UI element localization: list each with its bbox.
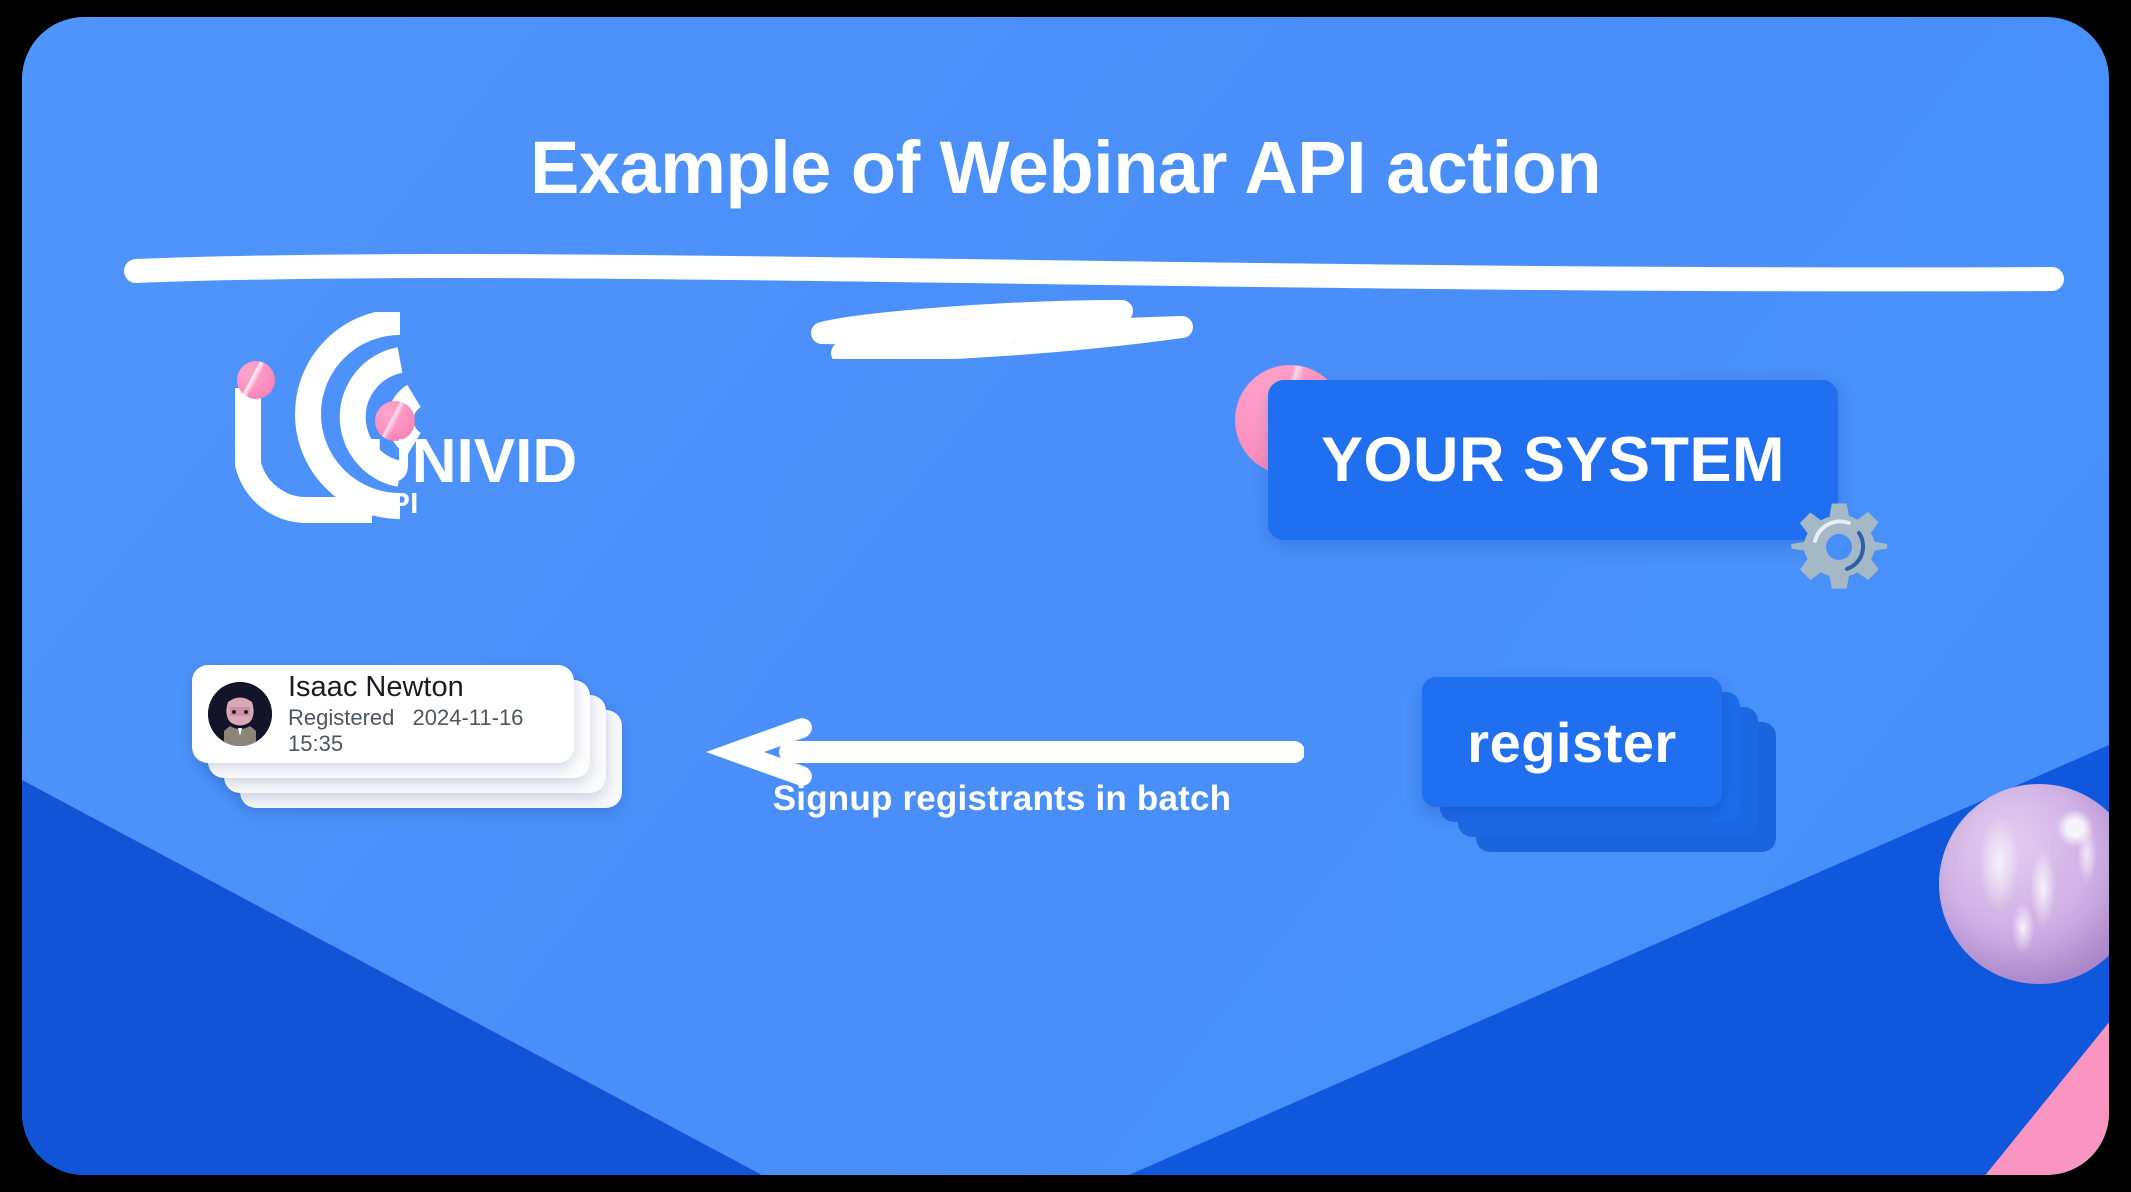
logo-pink-dot-icon bbox=[237, 361, 275, 399]
your-system-box[interactable]: YOUR SYSTEM bbox=[1268, 380, 1838, 540]
purple-sphere-decor bbox=[1939, 784, 2109, 984]
registrant-name: Isaac Newton bbox=[288, 670, 464, 703]
register-card[interactable]: register bbox=[1422, 677, 1722, 807]
register-card-stack: register bbox=[1422, 677, 1782, 867]
flow-caption: Signup registrants in batch bbox=[772, 779, 1232, 818]
registrant-meta: Registered 2024-11-16 15:35 bbox=[288, 705, 574, 757]
univid-logo-icon bbox=[235, 312, 422, 523]
registrant-card-stack: Isaac Newton Registered 2024-11-16 15:35 bbox=[192, 665, 632, 830]
page-title: Example of Webinar API action bbox=[529, 126, 1602, 209]
logo-pink-dot-secondary-icon bbox=[375, 401, 415, 441]
registrant-datetime: 2024-11-16 15:35 bbox=[288, 705, 524, 757]
your-system-label: YOUR SYSTEM bbox=[1320, 425, 1786, 495]
avatar bbox=[208, 682, 272, 746]
registrant-status: Registered bbox=[288, 705, 395, 731]
bottom-left-triangle-decor bbox=[22, 780, 762, 1175]
registrant-card[interactable]: Isaac Newton Registered 2024-11-16 15:35 bbox=[192, 665, 574, 763]
logo-subtext: API bbox=[369, 488, 419, 520]
register-label: register bbox=[1467, 710, 1677, 774]
gear-icon bbox=[1791, 503, 1888, 589]
logo-wordmark: UNIVID bbox=[367, 427, 578, 496]
batch-signup-arrow-icon bbox=[706, 718, 1304, 786]
registrant-info: Isaac Newton Registered 2024-11-16 15:35 bbox=[288, 671, 574, 757]
slide-canvas: Example of Webinar API action UNIVID API… bbox=[22, 17, 2109, 1175]
